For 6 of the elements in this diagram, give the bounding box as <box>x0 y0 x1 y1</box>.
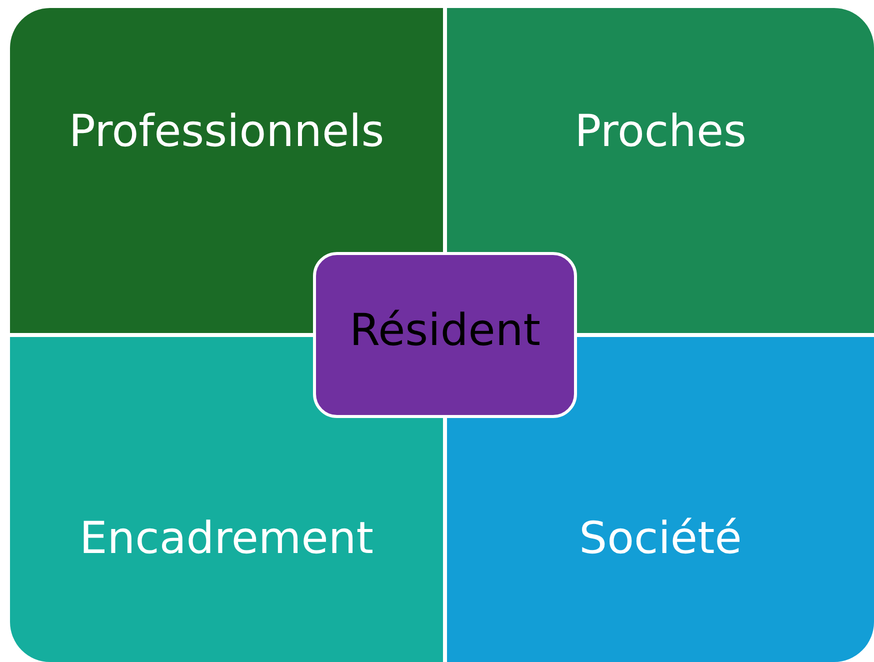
node-label: Proches <box>574 106 748 157</box>
node-label: Professionnels <box>68 106 386 157</box>
center-box <box>313 252 577 418</box>
node-label: Société <box>578 513 743 564</box>
node-label: Résident <box>348 305 542 356</box>
node-label: Encadrement <box>78 513 375 564</box>
